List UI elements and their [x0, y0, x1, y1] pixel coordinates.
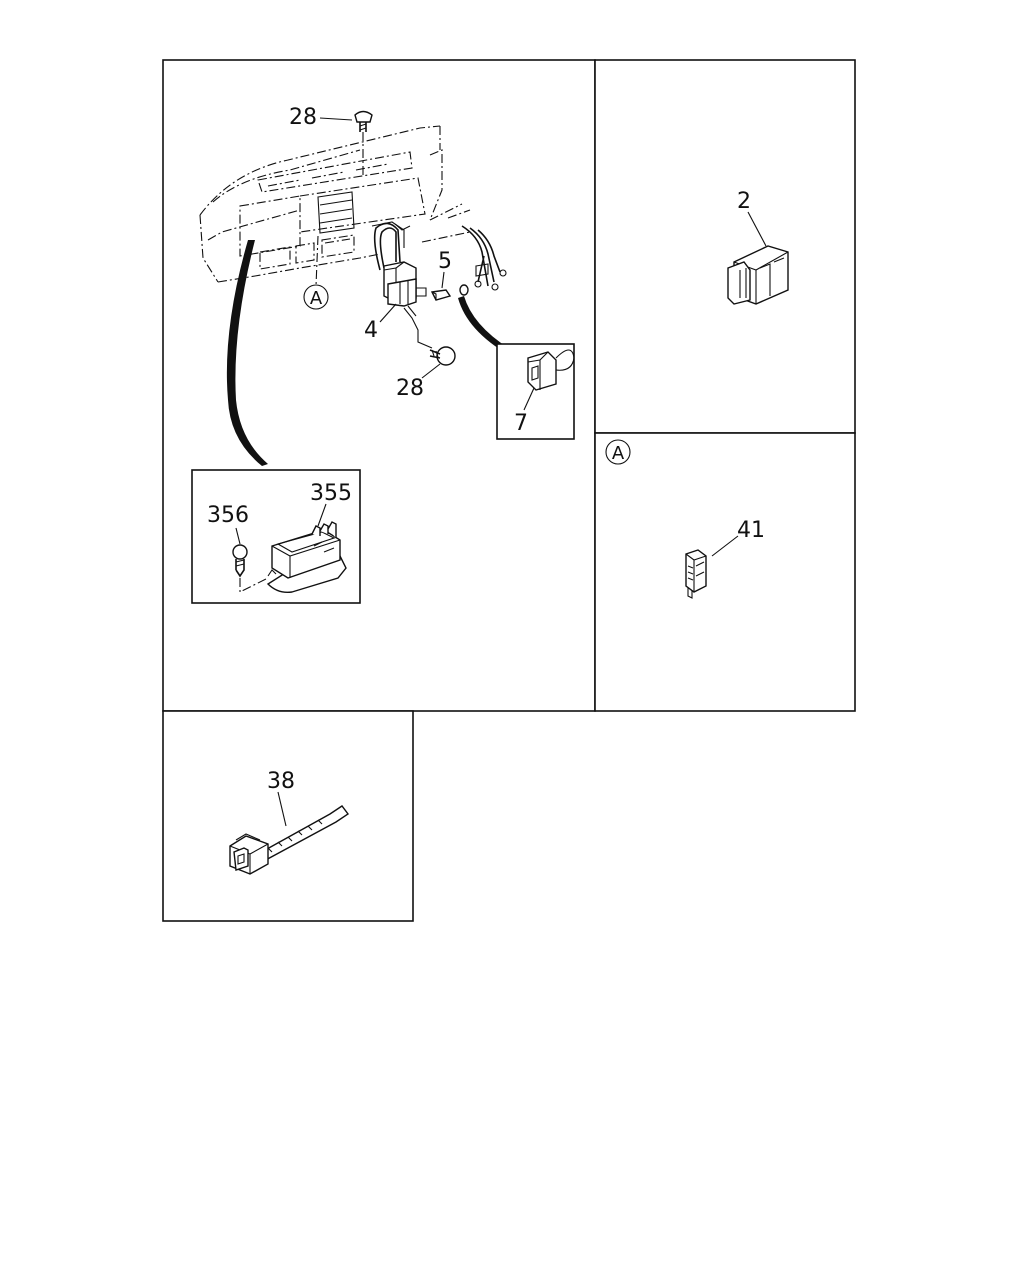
- screw-356-icon: [232, 544, 269, 593]
- arrow-to-inset: [226, 240, 268, 466]
- panel-view-a: [594, 432, 856, 712]
- callout-28-top: 28: [289, 105, 317, 130]
- callout-7: 7: [514, 411, 528, 436]
- connector-2-icon: [727, 245, 789, 305]
- callout-41: 41: [737, 518, 765, 543]
- callout-355: 355: [310, 481, 352, 506]
- screw-28-lower-icon: [403, 305, 456, 366]
- callout-2: 2: [737, 189, 751, 214]
- marker-a-view: A: [612, 443, 625, 464]
- relay-block-icon: [383, 261, 427, 307]
- control-unit-355-icon: [266, 521, 347, 594]
- screw-28-top-icon: [354, 110, 373, 178]
- callout-4: 4: [364, 318, 378, 343]
- callout-5: 5: [438, 249, 452, 274]
- marker-a-main: A: [310, 288, 323, 309]
- view-a-marker-icon: [303, 284, 329, 310]
- panel-cable-tie: [162, 710, 414, 922]
- nut-icon: [459, 284, 469, 296]
- clip-5-icon: [430, 289, 452, 301]
- callout-38: 38: [267, 769, 295, 794]
- panel-connector: [594, 59, 856, 434]
- relay-7-icon: [527, 349, 575, 391]
- connector-41-icon: [685, 549, 707, 599]
- view-a-header-marker-icon: [605, 439, 631, 465]
- callout-28-lower: 28: [396, 376, 424, 401]
- callout-356: 356: [207, 503, 249, 528]
- cable-tie-38-icon: [229, 805, 350, 875]
